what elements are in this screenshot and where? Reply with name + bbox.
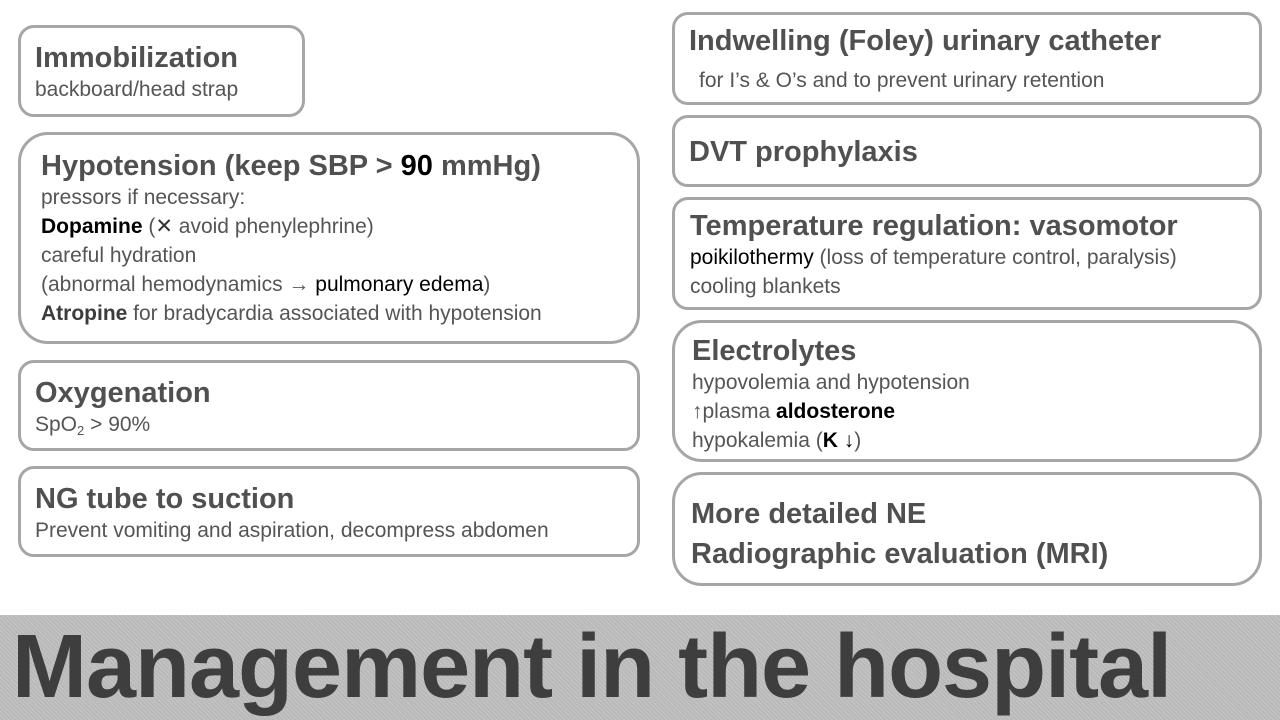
immobilization-title: Immobilization (35, 42, 238, 74)
hypovolemia-line: hypovolemia and hypotension (692, 371, 970, 394)
sbp-threshold-value: 90 (400, 150, 433, 182)
evaluation-box: More detailed NE Radiographic evaluation… (672, 472, 1262, 586)
detailed-ne-title: More detailed NE (691, 498, 927, 530)
potassium-term: K ↓ (822, 429, 855, 452)
pressors-line: pressors if necessary: (41, 186, 246, 209)
foley-box: Indwelling (Foley) urinary catheter for … (672, 12, 1262, 105)
poikilothermy-line: poikilothermy (loss of temperature contr… (690, 246, 1177, 269)
atropine-line: Atropine for bradycardia associated with… (41, 302, 542, 325)
electrolytes-box: Electrolytes hypovolemia and hypotension… (672, 320, 1262, 462)
dvt-title: DVT prophylaxis (689, 136, 918, 168)
hypotension-box: Hypotension (keep SBP > 90 mmHg) pressor… (18, 132, 640, 344)
oxygenation-title: Oxygenation (35, 377, 211, 409)
title-banner: Management in the hospital (0, 615, 1280, 720)
avoid-x-icon: ✕ (155, 215, 173, 238)
atropine-term: Atropine (41, 302, 128, 325)
aldosterone-line: ↑plasma aldosterone (692, 400, 896, 423)
ng-tube-title: NG tube to suction (35, 483, 295, 515)
hydration-line: careful hydration (41, 244, 197, 267)
immobilization-box: Immobilization backboard/head strap (18, 25, 305, 117)
oxygenation-box: Oxygenation SpO2 > 90% (18, 360, 640, 451)
hypotension-title: Hypotension (keep SBP > 90 mmHg) (41, 150, 541, 182)
spo2-line: SpO2 > 90% (35, 413, 151, 438)
hemodynamics-line: (abnormal hemodynamics → pulmonary edema… (41, 273, 491, 296)
dopamine-line: Dopamine (✕ avoid phenylephrine) (41, 215, 374, 238)
aldosterone-term: aldosterone (776, 400, 896, 423)
foley-title: Indwelling (Foley) urinary catheter (689, 25, 1162, 57)
slide-title: Management in the hospital (12, 617, 1172, 717)
cooling-line: cooling blankets (690, 275, 841, 298)
ng-tube-box: NG tube to suction Prevent vomiting and … (18, 466, 640, 557)
hypokalemia-line: hypokalemia (K ↓) (692, 429, 862, 452)
poikilothermy-term: poikilothermy (690, 246, 814, 269)
foley-detail: for I’s & O’s and to prevent urinary ret… (699, 69, 1105, 92)
immobilization-detail: backboard/head strap (35, 78, 239, 101)
dopamine-term: Dopamine (41, 215, 143, 238)
temperature-title: Temperature regulation: vasomotor (690, 210, 1178, 242)
dvt-box: DVT prophylaxis (672, 115, 1262, 187)
radiographic-title: Radiographic evaluation (MRI) (691, 538, 1109, 570)
pulmonary-edema-term: pulmonary edema (315, 273, 484, 296)
ng-tube-detail: Prevent vomiting and aspiration, decompr… (35, 519, 549, 542)
temperature-box: Temperature regulation: vasomotor poikil… (672, 197, 1262, 310)
electrolytes-title: Electrolytes (692, 335, 857, 367)
